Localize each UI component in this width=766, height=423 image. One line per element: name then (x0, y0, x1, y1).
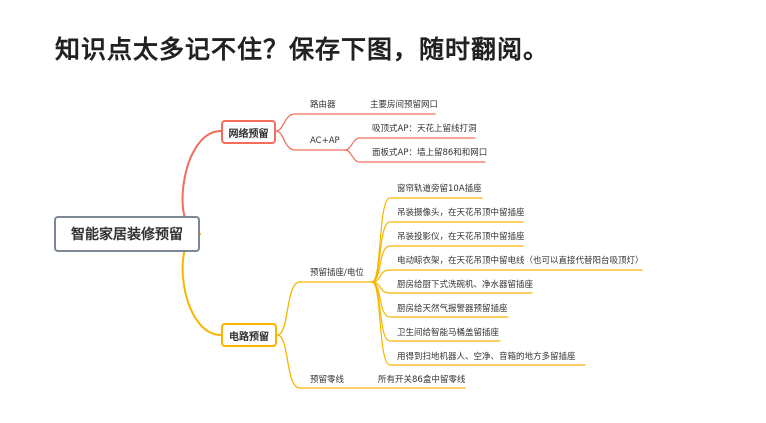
root-node[interactable]: 智能家居装修预留 (54, 216, 200, 252)
network-node[interactable]: 网络预留 (221, 120, 276, 144)
socket-item[interactable]: 吊装摄像头，在天花吊顶中留插座 (397, 208, 525, 218)
socket-item[interactable]: 厨房给天然气报警器预留插座 (397, 304, 508, 314)
socket-item[interactable]: 厨房给厨下式洗碗机、净水器留插座 (397, 280, 534, 290)
electric-links (181, 197, 643, 389)
acap-node[interactable]: AC+AP (310, 136, 340, 146)
socket-item[interactable]: 用得到扫地机器人、空净、音箱的地方多留插座 (397, 352, 576, 362)
socket-item[interactable]: 窗帘轨道旁留10A插座 (397, 184, 482, 194)
socket-item[interactable]: 吊装投影仪，在天花吊顶中留插座 (397, 232, 525, 242)
acap-item[interactable]: 吸顶式AP：天花上留线打洞 (372, 124, 477, 134)
router-item[interactable]: 主要房间预留网口 (370, 100, 439, 110)
page-title: 知识点太多记不住？保存下图，随时翻阅。 (55, 35, 550, 64)
socket-item[interactable]: 电动晾衣架，在天花吊顶中留电线（也可以直接代替阳台吸顶灯） (397, 256, 644, 266)
neutral-node[interactable]: 预留零线 (310, 375, 345, 385)
router-node[interactable]: 路由器 (310, 100, 336, 110)
neutral-item[interactable]: 所有开关86盒中留零线 (378, 375, 466, 385)
socket-item[interactable]: 卫生间给智能马桶盖留插座 (397, 328, 500, 338)
electric-node[interactable]: 电路预留 (221, 323, 277, 347)
socket-node[interactable]: 预留插座/电位 (310, 268, 364, 278)
acap-item[interactable]: 面板式AP：墙上留86和和网口 (372, 148, 488, 158)
